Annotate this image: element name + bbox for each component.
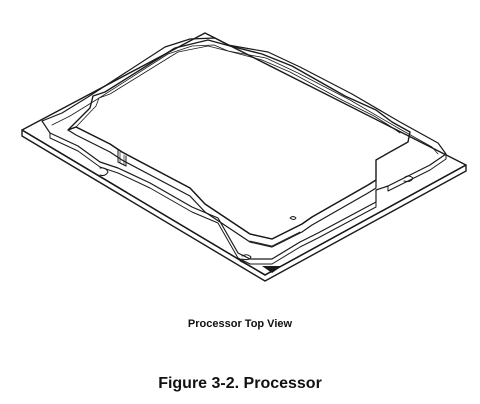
heat-spreader-chamfer [75, 45, 401, 134]
substrate-front-edge [239, 260, 267, 276]
corner-mark [289, 216, 297, 220]
flange-ledge-right [271, 201, 377, 265]
figure-caption: Figure 3-2. Processor [158, 375, 322, 392]
contact-strip [262, 266, 282, 273]
view-label: Processor Top View [187, 318, 293, 330]
heat-spreader-flange [41, 37, 447, 260]
processor-line-drawing [21, 32, 467, 282]
substrate-plate [21, 32, 467, 276]
front-inner-ledge [249, 231, 301, 247]
side-recess-left-inner [119, 151, 125, 166]
flange-ledge-far [387, 153, 447, 192]
substrate-edge [21, 129, 467, 282]
heat-spreader-top [67, 39, 411, 240]
flange-notch-left [99, 167, 109, 177]
processor-package [21, 32, 467, 282]
flange-notch-front [241, 254, 252, 261]
flange-notch-right [403, 175, 414, 183]
flange-ledge-left [49, 132, 273, 265]
flange-step-line [51, 44, 439, 155]
